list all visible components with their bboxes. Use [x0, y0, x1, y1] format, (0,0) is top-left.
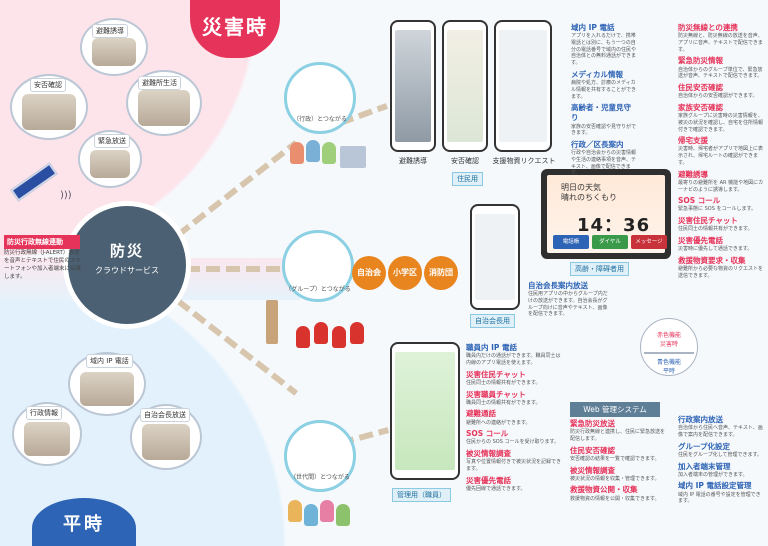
- family-4: [336, 504, 350, 526]
- resident-feature-list: 域内 IP 電話 アプリを入れるだけで、携帯電話とは別に、もう一つの自分の電話番…: [571, 23, 637, 177]
- person-admin-2: [306, 140, 320, 162]
- bubble-label-emergency-broadcast: 緊急放送: [94, 134, 130, 148]
- legend-blue-sub: 平時: [662, 368, 675, 375]
- fire-standard-icon: [266, 300, 278, 344]
- badge-resident: 住民用: [452, 172, 483, 186]
- resident-phone-label-safety: 安否確認: [451, 157, 479, 165]
- normal-feature-list: 行政案内放送 自治体から住民へ音声、テキスト、画像で案内を配信できます。 グルー…: [678, 415, 763, 505]
- badge-elderly: 高齢・障碍者用: [570, 262, 629, 276]
- tag-neighborhood-assoc: 自治会: [352, 256, 386, 290]
- resident-phone-label-supplies: 支援物資リクエスト: [492, 157, 556, 165]
- staff-feature-list: 職員内 IP 電話 職員内だけの通話ができます。職員同士は内線のアプリ電話を使え…: [466, 343, 562, 492]
- tablet-weather-line1: 明日の天気: [561, 183, 601, 192]
- bubble-label-admin-info: 行政情報: [26, 406, 62, 420]
- legend-red-sub: 災害時: [659, 341, 678, 348]
- resident-phone-evacuation: [390, 20, 436, 152]
- bubble-label-shelter-life: 避難所生活: [138, 76, 181, 90]
- disaster-feature-list: 防災無線との連携 防災無線と、防災無線の放送を音声、アプリに音声、テキストで配信…: [678, 23, 764, 279]
- connector-group: [186, 266, 286, 272]
- normal-header: 平時: [32, 498, 136, 546]
- chairman-phone: [470, 204, 520, 310]
- tablet-weather-line2: 晴れのちくもり: [561, 193, 617, 203]
- ring-generation-label: （世代間）とつながる: [290, 474, 350, 481]
- ring-generation: [284, 420, 356, 492]
- tablet-clock: 14：36: [577, 215, 651, 236]
- firefighter-4: [350, 322, 364, 344]
- elderly-tablet: 明日の天気 晴れのちくもり 14：36 電話帳 ダイヤル メッセージ: [541, 169, 671, 259]
- person-admin-1: [290, 142, 304, 164]
- person-admin-3: [322, 142, 336, 164]
- badge-staff: 管理用（職員）: [392, 488, 451, 502]
- web-system-header: Web 管理システム: [570, 402, 660, 417]
- firefighter-3: [332, 326, 346, 348]
- firefighter-1: [296, 326, 310, 348]
- tablet-phonebook-button[interactable]: 電話帳: [553, 235, 589, 249]
- resident-phone-label-evacuation: 避難誘導: [399, 157, 427, 165]
- bubble-label-safety-check: 安否確認: [30, 78, 66, 92]
- chairman-feature-list: 自治会長案内放送 住民用アプリの中からグループ内だけの放送ができます。自治会長が…: [528, 281, 608, 318]
- cloud-service-hub: 防災 クラウドサービス: [68, 206, 186, 324]
- bubble-label-ip-phone: 域内 IP 電話: [86, 354, 133, 368]
- jalert-description: 防災行政無線（J-ALERT）放送を音声とテキストで住民のスマートフォンや加入者…: [4, 250, 82, 280]
- disaster-header: 災害時: [190, 0, 280, 58]
- web-system-feature-list: 緊急防災放送 防災行政無線と連携し、住民に緊急放送を配信します。 住民安否確認 …: [570, 419, 666, 502]
- legend-red: 赤色機能: [656, 332, 681, 339]
- staff-phone: [390, 342, 460, 480]
- bubble-label-chairman-broadcast: 自治会長放送: [140, 408, 190, 422]
- family-2: [304, 504, 318, 526]
- ring-group: [282, 230, 354, 302]
- ring-admin-label: （行政）とつながる: [293, 116, 347, 123]
- bubble-label-evacuation: 避難誘導: [92, 24, 128, 38]
- tablet-message-button[interactable]: メッセージ: [631, 235, 667, 249]
- family-3: [320, 500, 334, 522]
- family-1: [288, 500, 302, 522]
- radio-wave-icon: ))): [60, 190, 72, 201]
- color-legend: 赤色機能 災害時 青色機能 平時: [640, 318, 698, 376]
- tag-fire-brigade: 消防団: [424, 256, 458, 290]
- ring-admin: [284, 62, 356, 134]
- legend-blue: 青色機能: [656, 359, 681, 366]
- badge-chairman: 自治会長用: [470, 314, 515, 328]
- hub-title: 防災: [109, 242, 144, 260]
- ring-group-label: （グループ）とつながる: [285, 286, 351, 293]
- jalert-title: 防災行政無線連動: [4, 235, 80, 249]
- tablet-dial-button[interactable]: ダイヤル: [592, 235, 628, 249]
- tag-school-district: 小学区: [388, 256, 422, 290]
- resident-phone-safety: [442, 20, 488, 152]
- resident-phone-supplies: [494, 20, 552, 152]
- bubble-admin-info: [12, 402, 82, 466]
- building-icon: [340, 146, 366, 168]
- hub-subtitle: クラウドサービス: [95, 266, 159, 275]
- firefighter-2: [314, 322, 328, 344]
